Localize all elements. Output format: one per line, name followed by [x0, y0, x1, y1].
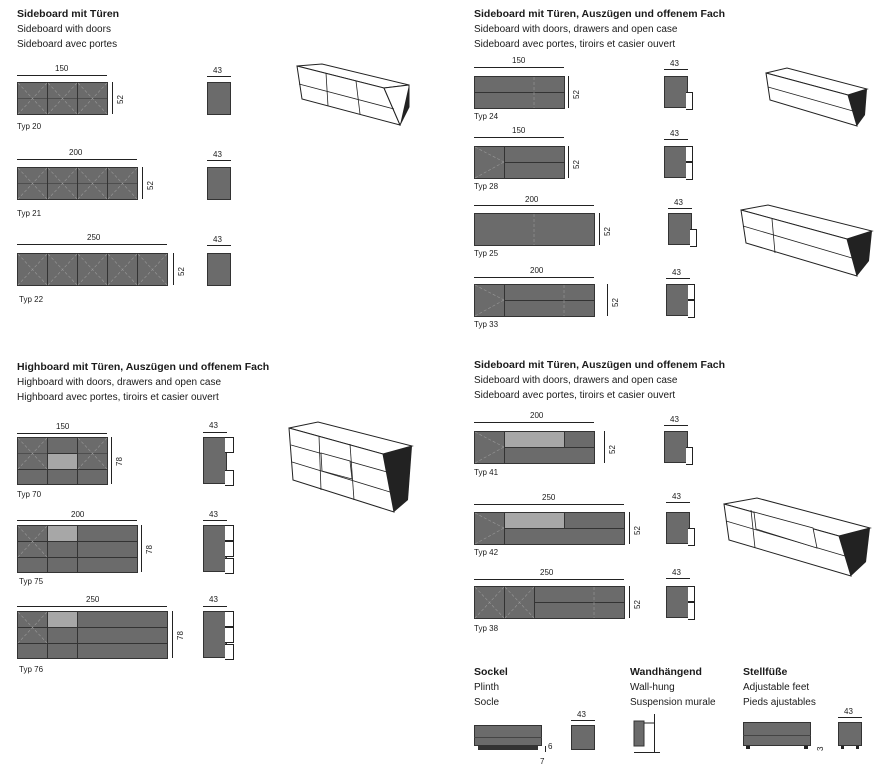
width-label: 200 — [530, 411, 544, 420]
section-highboard-en: Highboard with doors, drawers and open c… — [17, 377, 222, 388]
width-label: 200 — [71, 510, 85, 519]
wall-title: Wandhängend — [630, 666, 702, 678]
depth-label: 43 — [209, 595, 218, 604]
sideboard-front-doors-wide — [474, 586, 625, 619]
width-label: 150 — [55, 64, 69, 73]
highboard-front-wide — [17, 525, 138, 573]
width-label: 150 — [512, 126, 526, 135]
typ-label: Typ 25 — [474, 249, 499, 258]
sideboard-front-open-case — [474, 431, 595, 464]
sockel-title: Sockel — [474, 666, 508, 678]
cabinet-front-drawers-wide — [474, 213, 595, 246]
feet-en: Adjustable feet — [743, 682, 810, 693]
width-label: 250 — [87, 233, 101, 242]
height-label: 52 — [633, 526, 642, 535]
depth-label: 43 — [674, 198, 683, 207]
typ-label: Typ 20 — [17, 122, 42, 131]
width-label: 150 — [56, 422, 70, 431]
height-label: 78 — [176, 631, 185, 640]
sideboard-open-case-3d-illustration — [723, 497, 872, 577]
section-doors-en: Sideboard with doors — [17, 24, 111, 35]
width-label: 200 — [525, 195, 539, 204]
sideboard-drawers-3d-illustration — [765, 67, 869, 127]
typ-label: Typ 42 — [474, 548, 499, 557]
typ-label: Typ 75 — [19, 577, 44, 586]
depth-label: 43 — [209, 510, 218, 519]
cabinet-front-drawers — [474, 76, 565, 109]
section-drawers-title: Sideboard mit Türen, Auszügen und offene… — [474, 8, 726, 20]
section-drawers-en: Sideboard with doors, drawers and open c… — [474, 24, 678, 35]
depth-label: 43 — [844, 707, 853, 716]
sideboard-wide-3d-illustration — [740, 204, 874, 277]
depth-label: 43 — [670, 415, 679, 424]
cabinet-front-doors-drawers — [474, 284, 595, 317]
height-label: 52 — [603, 227, 612, 236]
typ-label: Typ 22 — [19, 295, 44, 304]
wall-en: Wall-hung — [630, 682, 675, 693]
feet-title: Stellfüße — [743, 666, 788, 678]
depth-label: 43 — [577, 710, 586, 719]
base-height-label: 6 — [548, 742, 553, 751]
highboard-front-open-case — [17, 437, 108, 485]
height-label: 78 — [145, 545, 154, 554]
sideboard-front-open-case-wide — [474, 512, 625, 545]
typ-label: Typ 21 — [17, 209, 42, 218]
wall-fr: Suspension murale — [630, 697, 716, 708]
section-open-en: Sideboard with doors, drawers and open c… — [474, 375, 678, 386]
height-label: 52 — [177, 267, 186, 276]
sockel-en: Plinth — [474, 682, 500, 693]
section-drawers-fr: Sideboard avec portes, tiroirs et casier… — [474, 39, 676, 50]
width-label: 200 — [530, 266, 544, 275]
depth-label: 43 — [213, 235, 222, 244]
section-doors-fr: Sideboard avec portes — [17, 39, 118, 50]
section-highboard-fr: Highboard avec portes, tiroirs et casier… — [17, 392, 219, 403]
height-label: 52 — [116, 95, 125, 104]
height-label: 52 — [611, 298, 620, 307]
typ-label: Typ 41 — [474, 468, 499, 477]
height-label: 52 — [146, 181, 155, 190]
sideboard-3d-illustration — [296, 63, 410, 127]
wall-mount-diagram — [633, 714, 660, 753]
typ-label: Typ 24 — [474, 112, 499, 121]
width-label: 150 — [512, 56, 526, 65]
feet-fr: Pieds ajustables — [743, 697, 816, 708]
depth-label: 43 — [670, 129, 679, 138]
width-label: 200 — [69, 148, 83, 157]
highboard-front-extra-wide — [17, 611, 168, 659]
typ-label: Typ 28 — [474, 182, 499, 191]
highboard-3d-illustration — [288, 421, 414, 513]
height-label: 52 — [608, 445, 617, 454]
depth-label: 43 — [672, 268, 681, 277]
depth-label: 43 — [670, 59, 679, 68]
depth-label: 43 — [213, 150, 222, 159]
height-label: 52 — [633, 600, 642, 609]
cabinet-front-5-doors — [17, 253, 168, 286]
sockel-fr: Socle — [474, 697, 500, 708]
width-label: 250 — [542, 493, 556, 502]
cabinet-front-door-drawers — [474, 146, 565, 179]
height-label: 52 — [572, 90, 581, 99]
width-label: 250 — [540, 568, 554, 577]
depth-label: 43 — [209, 421, 218, 430]
section-open-fr: Sideboard avec portes, tiroirs et casier… — [474, 390, 676, 401]
typ-label: Typ 38 — [474, 624, 499, 633]
typ-label: Typ 76 — [19, 665, 44, 674]
base-inset-label: 7 — [540, 757, 545, 766]
cabinet-front-4-doors — [17, 167, 138, 200]
depth-label: 43 — [672, 568, 681, 577]
depth-label: 43 — [213, 66, 222, 75]
height-label: 78 — [115, 457, 124, 466]
depth-label: 43 — [672, 492, 681, 501]
section-highboard-title: Highboard mit Türen, Auszügen und offene… — [17, 361, 270, 373]
cabinet-front-3-doors — [17, 82, 108, 115]
width-label: 250 — [86, 595, 100, 604]
typ-label: Typ 33 — [474, 320, 499, 329]
height-label: 52 — [572, 160, 581, 169]
foot-height-label: 3 — [816, 746, 825, 751]
typ-label: Typ 70 — [17, 490, 42, 499]
section-open-title: Sideboard mit Türen, Auszügen und offene… — [474, 359, 726, 371]
section-doors-title: Sideboard mit Türen — [17, 8, 120, 20]
